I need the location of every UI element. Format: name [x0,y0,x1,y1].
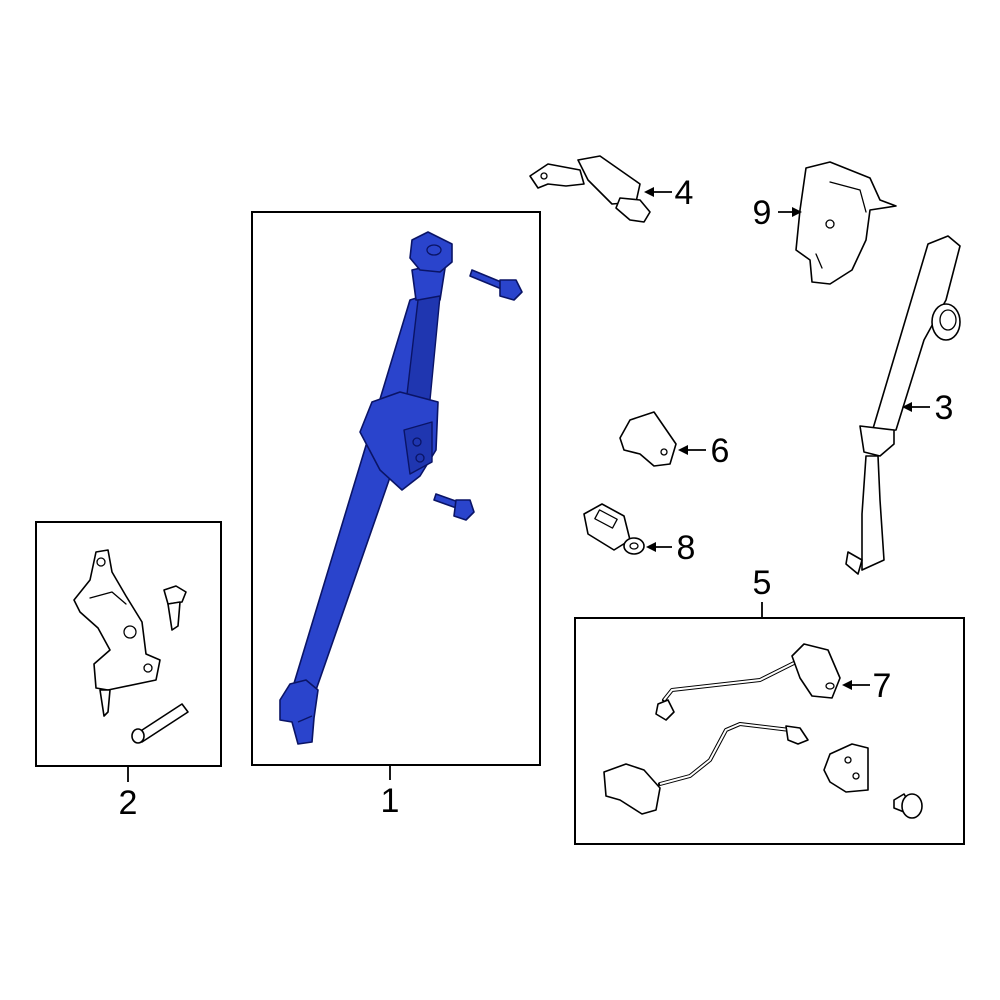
belt-lower-tab [845,551,863,575]
latch-plate [529,163,585,189]
buckle-sensor-harness[interactable] [603,722,809,815]
buckle-head [791,643,841,699]
callout-5: 5 [753,564,772,602]
group-box-1 [251,211,541,766]
harness-bracket-hole-a [844,756,852,764]
lower-anchor-edge [297,715,313,723]
bolt-head [499,279,523,301]
harness-bracket-body [823,743,869,793]
harness-bracket-hole-b [852,772,860,780]
lower-anchor [279,679,319,745]
buckle-cable-inner [663,659,801,701]
arrowhead-7 [842,680,852,690]
arrowhead-6 [678,445,688,455]
buckle-ring-hole [629,542,639,550]
bracket-tab [99,689,111,717]
bolt-head [453,499,475,521]
buckle-ring [623,537,645,555]
arrowhead-9 [792,207,802,217]
pin-head [131,728,145,744]
arrowhead-4 [644,187,654,197]
callout-3: 3 [935,389,954,427]
bracket-bolt[interactable] [163,585,187,631]
harness-plug [785,725,809,745]
buckle-head-hole [825,682,835,690]
callout-8: 8 [677,529,696,567]
cover-body [795,161,897,285]
anchor-bolt-upper[interactable] [469,269,523,301]
anchor-cover-hole [660,448,668,456]
part-6-anchor-cover[interactable] [619,411,677,467]
bracket-hole-low [143,663,153,673]
arrowhead-3 [902,402,912,412]
bolt-shank [167,601,181,631]
bracket-hole-mid [123,625,137,639]
cover-ridge [829,181,867,213]
part-1-seat-belt-assembly[interactable] [279,231,453,745]
cable-end [655,699,675,721]
callout-7: 7 [873,667,892,705]
retractor-bolt-a [412,437,422,447]
part-2-bracket[interactable] [73,549,161,717]
latch-housing [577,155,641,205]
harness-bolt-head [901,793,923,819]
anchor-cover-body [619,411,677,467]
anchor-bolt-lower[interactable] [433,493,475,521]
callout-2: 2 [119,784,138,822]
bracket-pin[interactable] [131,703,189,744]
buckle-slot [594,509,618,529]
part-9-cover[interactable] [795,161,897,285]
belt-buckle-guide [859,425,895,457]
bracket-fold [89,591,127,605]
harness-bolt[interactable] [893,793,923,819]
latch-head [615,197,651,223]
harness-connector [603,763,661,815]
retractor-bolt-b [415,453,425,463]
retractor-plate [403,421,433,475]
bracket-hole-top [96,557,106,567]
buckle-cable-outer [662,658,802,702]
bolt-head [163,585,187,605]
belt-webbing [861,455,885,571]
part-8-buckle[interactable] [583,503,645,555]
buckle-body [583,503,631,551]
harness-cable-inner [659,722,791,785]
latch-plate-hole [540,172,548,180]
callout-4: 4 [675,174,694,212]
part-7-buckle-cable[interactable] [655,643,841,721]
callout-9: 9 [753,194,772,232]
callout-6: 6 [711,432,730,470]
cover-slot [815,253,823,269]
retractor-spool-inner [939,309,957,331]
top-anchor-hole [426,244,442,256]
harness-bracket[interactable] [823,743,869,793]
part-3-rear-belt[interactable] [845,235,961,575]
top-anchor [409,231,453,273]
arrowhead-8 [646,542,656,552]
cover-hole-a [825,219,835,229]
group-box-5 [574,617,965,845]
bracket-body [73,549,161,691]
callout-1: 1 [381,782,400,820]
part-4-latch[interactable] [529,155,651,223]
